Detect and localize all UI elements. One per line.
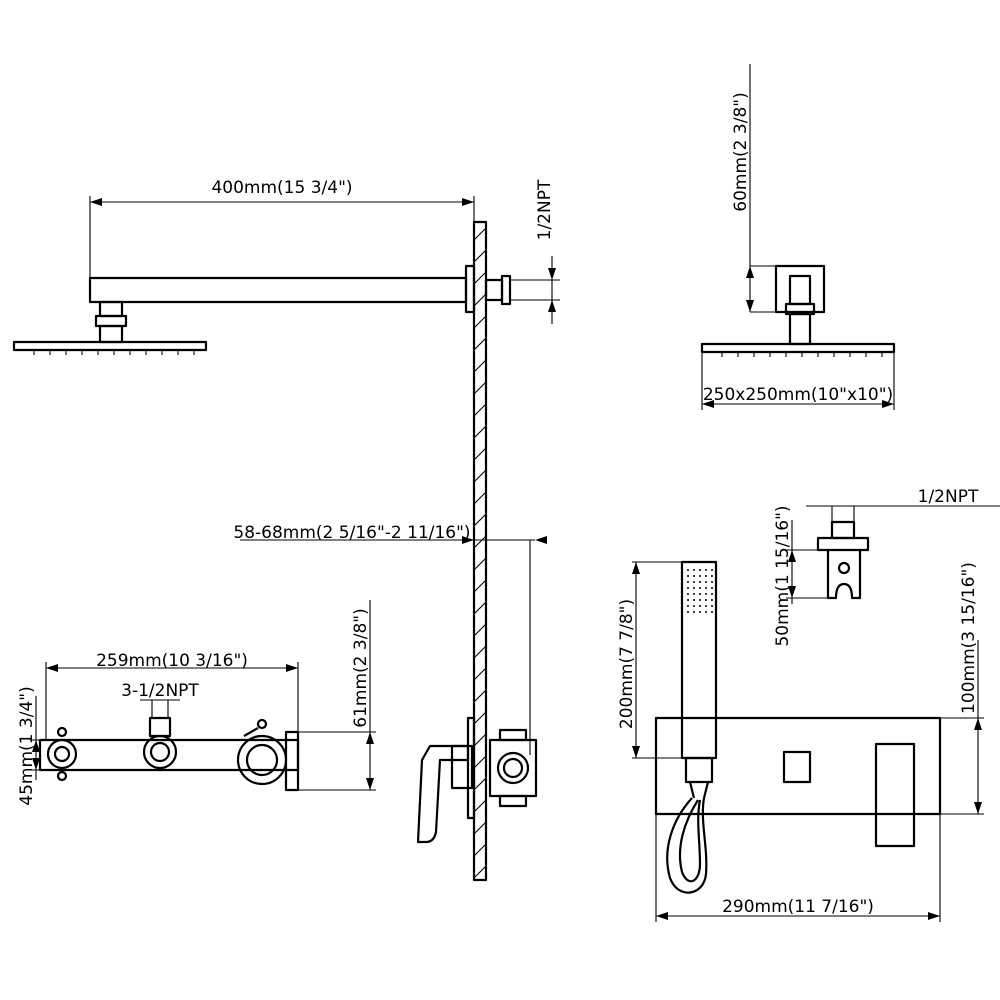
wall-depth-dimension: 58-68mm(2 5/16"-2 11/16") [233,523,470,543]
valve-thread-dimension: 3-1/2NPT [121,681,199,701]
valve-side-dimension: 45mm(1 3/4") [17,686,37,805]
arm-length-dimension: 400mm(15 3/4") [211,178,352,198]
plate-height-dimension: 100mm(3 15/16") [959,562,979,714]
plate-width-dimension: 290mm(11 7/16") [722,897,874,917]
head-height-dimension: 60mm(2 3/8") [731,92,751,211]
head-size-dimension: 250x250mm(10"x10") [703,385,893,405]
handshower-length-dimension: 200mm(7 7/8") [617,599,637,729]
arm-thread-dimension: 1/2NPT [535,179,555,240]
holder-height-dimension: 50mm(1 15/16") [773,505,793,646]
mixer-handle-side-view [416,716,538,844]
valve-depth-dimension: 61mm(2 3/8") [351,608,371,727]
hand-shower-assembly: 1/2NPT 50mm(1 15/16") 200mm(7 7/8") [617,487,1000,922]
holder-thread-dimension: 1/2NPT [918,487,979,507]
valve-width-dimension: 259mm(10 3/16") [96,651,248,671]
shower-head-front-view: 60mm(2 3/8") 250x250mm(10"x10") [700,64,896,410]
side-view-shower-arm: 400mm(15 3/4") 1/2NPT 58-68mm(2 5/16"-2 … [12,178,560,882]
in-wall-valve: 259mm(10 3/16") 3-1/2NPT 61mm(2 3/8") 45… [17,600,376,806]
